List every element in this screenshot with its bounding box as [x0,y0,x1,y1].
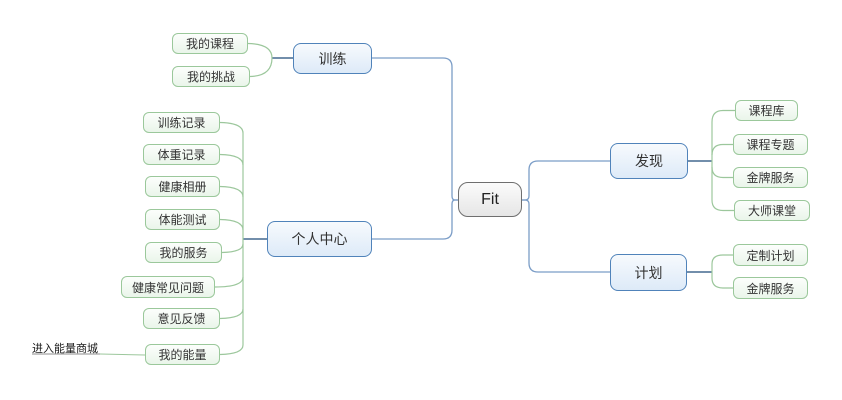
node-label: 我的服务 [159,246,208,260]
node-label: 大师课堂 [747,204,796,218]
node-label: Fit [481,190,499,208]
node-label: 金牌服务 [746,171,795,185]
node-label: 课程专题 [746,138,795,152]
connector-health-album [219,185,244,198]
connector-training-my-courses [247,42,273,59]
node-feedback[interactable]: 意见反馈 [143,308,220,329]
node-fit[interactable]: Fit [458,182,522,217]
connector-course-topics [711,143,733,156]
connector-fit-training [372,57,458,201]
callout-line-green [99,353,146,356]
connector-gold-service [711,166,733,179]
node-weight-records[interactable]: 体重记录 [143,144,220,165]
node-health-faq[interactable]: 健康常见问题 [121,276,215,298]
node-label: 课程库 [748,104,785,118]
callout-label-text: 进入能量商城 [32,343,98,355]
connector-fit-discover [522,160,610,201]
connector-fitness-test [219,218,244,231]
callout-enter-energy-mall[interactable]: 进入能量商城 [32,340,98,356]
node-fitness-test[interactable]: 体能测试 [145,209,220,230]
connector-my-energy [219,344,244,356]
node-label: 我的能量 [158,348,207,362]
connector-course-library [711,109,735,123]
connector-health-faq [214,276,244,288]
connector-feedback [219,308,244,320]
connector-fit-plan [522,199,610,273]
node-plan[interactable]: 计划 [610,254,687,291]
node-personal-center[interactable]: 个人中心 [267,221,372,257]
node-label: 定制计划 [746,248,795,263]
node-label: 个人中心 [291,231,348,247]
node-label: 发现 [635,153,663,169]
connector-gold-service-2 [711,277,733,289]
node-training[interactable]: 训练 [293,43,372,74]
connector-weight-records [219,153,244,166]
node-label: 计划 [634,264,663,281]
node-label: 我的课程 [185,37,234,51]
connector-training-records [219,121,244,134]
node-master-class[interactable]: 大师课堂 [734,200,810,221]
node-my-services[interactable]: 我的服务 [145,242,222,263]
connector-my-services [221,243,244,254]
node-my-courses[interactable]: 我的课程 [172,33,248,54]
node-label: 体能测试 [158,213,207,227]
node-label: 健康常见问题 [131,280,204,295]
connector-master-class [711,199,734,212]
node-my-challenges[interactable]: 我的挑战 [172,66,250,87]
node-label: 体重记录 [157,148,206,162]
node-label: 我的挑战 [186,70,235,84]
node-label: 意见反馈 [157,312,206,326]
node-gold-service[interactable]: 金牌服务 [733,167,808,188]
node-custom-plan[interactable]: 定制计划 [733,244,808,266]
node-my-energy[interactable]: 我的能量 [145,344,220,365]
node-label: 训练记录 [157,116,206,130]
node-label: 金牌服务 [746,281,795,296]
node-label: 训练 [318,50,347,67]
node-course-topics[interactable]: 课程专题 [733,134,808,155]
node-discover[interactable]: 发现 [610,143,688,179]
node-health-album[interactable]: 健康相册 [145,176,220,197]
connector-fit-personal-center [372,199,458,240]
node-course-library[interactable]: 课程库 [735,100,798,121]
node-label: 健康相册 [158,180,207,194]
connector-training-my-challenges [249,57,273,78]
connector-custom-plan [711,254,733,265]
node-training-records[interactable]: 训练记录 [143,112,220,133]
node-gold-service-2[interactable]: 金牌服务 [733,277,808,299]
